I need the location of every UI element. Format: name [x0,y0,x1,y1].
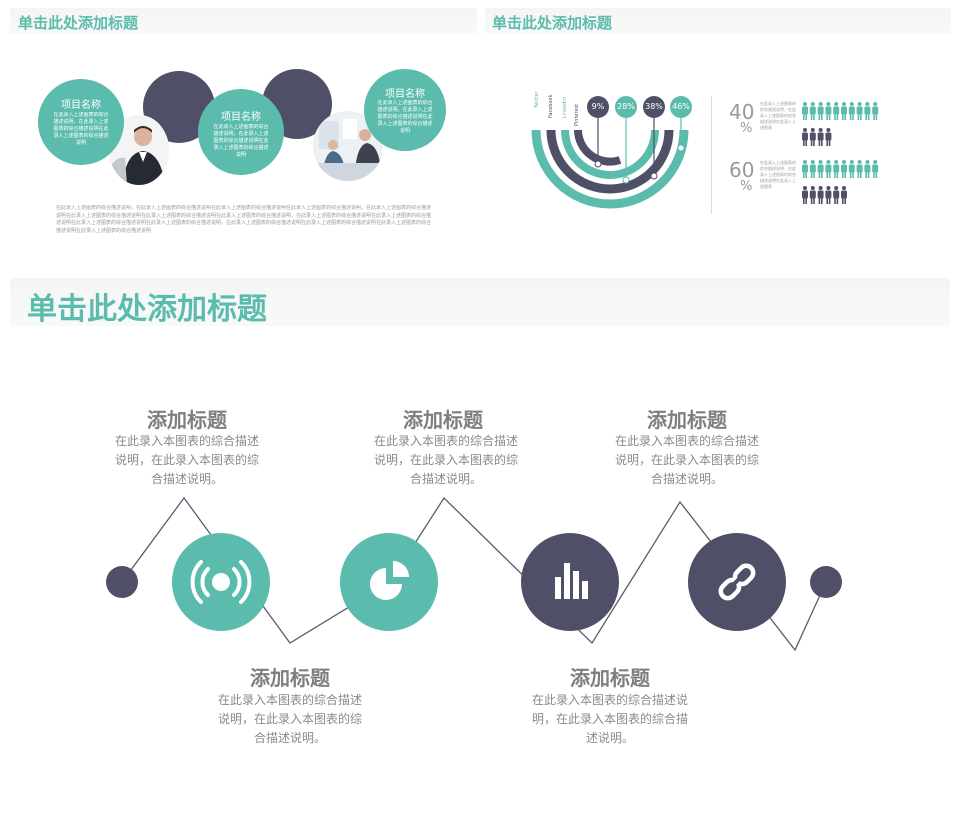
pct-bubble-4: 46% [670,96,692,118]
pct-value-4: 46% [672,102,690,111]
arc-label-linkedin: Linkedin [562,97,568,118]
arc-label-pinterest: Pinterest [574,103,580,126]
pct-value-3: 38% [645,102,663,111]
label-below-1-title: 添加标题 [250,666,330,690]
pct-value-2: 28% [617,102,635,111]
arc-outer [531,129,689,209]
item-name-2: 项目名称 [221,112,261,123]
stat-value-1: 40 [729,100,755,124]
pie-chart-icon [370,561,409,600]
slide-a-title-band [10,8,477,34]
label-above-1-desc: 在此录入本图表的综合描述说明，在此录入本图表的综合描述说明。 [114,434,259,486]
pct-bubble-2: 28% [615,96,637,118]
slide-a-paragraph: 在此录入上述图表的综合描述说明，在此录入上述图表的综合描述说明在此录入上述图表的… [56,205,432,234]
node-4[interactable] [688,533,786,631]
signal-broadcast-icon [190,560,252,604]
arc-label-twitter: Twitter [534,91,540,108]
pct-value-1: 9% [591,102,605,111]
label-above-3-title: 添加标题 [647,408,727,432]
pct-bubble-3: 38% [643,96,665,118]
stat-unit-2: % [740,179,753,194]
slide-c-title[interactable]: 单击此处添加标题 [27,292,267,327]
bar-chart-icon [555,563,588,599]
arc-3 [561,129,659,179]
label-above-2-title: 添加标题 [403,408,483,432]
item-circle-2[interactable]: 项目名称 在此录入上述图表的综合描述说明，在此录入上述图表的综合描述说明在此录入… [198,89,284,175]
slide-b-title-band [485,8,951,34]
item-circle-3[interactable]: 项目名称 在此录入上述图表的综合描述说明，在此录入上述图表的综合描述说明在此录入… [364,69,446,151]
arc-label-facebook: Facebook [548,94,554,119]
item-desc-3: 在此录入上述图表的综合描述说明，在此录入上述图表的综合描述说明在此录入上述图表的… [377,100,433,134]
business-person-photo [109,115,169,185]
item-desc-2: 在此录入上述图表的综合描述说明，在此录入上述图表的综合描述说明在此录入上述图表的… [213,124,269,158]
node-2[interactable] [340,533,438,631]
label-below-2-desc: 在此录入本图表的综合描述说明，在此录入本图表的综合描述说明。 [531,693,688,745]
stat-desc-1: 在此录入上述图表的综合描述说明，在此录入上述图表的综合描述说明在此录入上述图表 [760,101,796,130]
people-pictogram-2 [802,160,879,204]
slide-b: 单击此处添加标题 Twitter Facebook Linkedin Pinte… [480,0,960,250]
link-icon [718,563,756,601]
vertical-divider [711,96,712,214]
stat-unit-1: % [740,121,753,136]
arc-inner [574,129,622,166]
arc-chart [531,118,689,209]
arc-2 [546,129,674,194]
timeline-start-dot [106,566,138,598]
node-1[interactable] [172,533,270,631]
people-pictogram-1 [802,102,879,146]
item-name-1: 项目名称 [61,100,101,111]
slide-c-title-band [10,278,950,326]
zigzag-timeline [106,496,842,652]
item-name-3: 项目名称 [385,89,425,100]
label-below-2-title: 添加标题 [570,666,650,690]
label-below-1-desc: 在此录入本图表的综合描述说明，在此录入本图表的综合描述说明。 [217,693,362,745]
slide-a-title[interactable]: 单击此处添加标题 [18,14,139,32]
slide-a: 单击此处添加标题 项目名称 在此录入上述图表的综合描述说明，在此录入上述图表 [0,0,480,250]
node-3[interactable] [521,533,619,631]
timeline-end-dot [810,566,842,598]
item-desc-1: 在此录入上述图表的综合描述说明，在此录入上述图表的综合描述说明在此录入上述图表的… [53,112,109,146]
label-above-1-title: 添加标题 [147,408,227,432]
stat-value-2: 60 [729,158,755,182]
pct-bubble-1: 9% [587,96,609,118]
label-above-2-desc: 在此录入本图表的综合描述说明，在此录入本图表的综合描述说明。 [373,434,518,486]
slide-b-title[interactable]: 单击此处添加标题 [492,14,613,32]
slide-c: 单击此处添加标题 [0,270,960,816]
meeting-photo [313,111,383,181]
stat-desc-2: 在此录入上述图表的综合描述说明，在此录入上述图表的综合描述说明在此录入上述图表 [760,160,796,189]
label-above-3-desc: 在此录入本图表的综合描述说明，在此录入本图表的综合描述说明。 [614,434,759,486]
item-circle-1[interactable]: 项目名称 在此录入上述图表的综合描述说明，在此录入上述图表的综合描述说明在此录入… [38,79,124,165]
